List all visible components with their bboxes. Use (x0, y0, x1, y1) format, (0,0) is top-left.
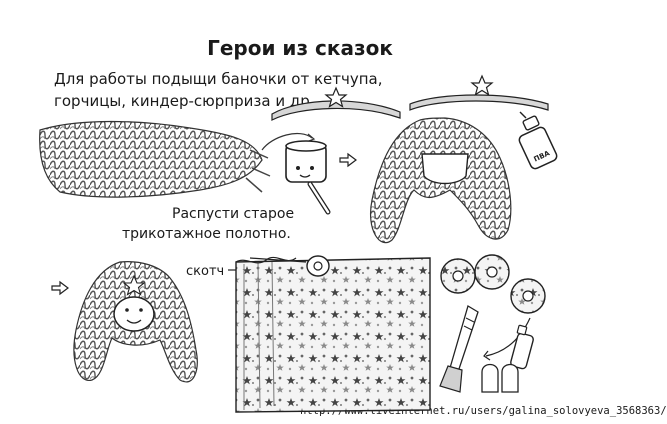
brush-icon (307, 181, 331, 215)
glue-bottle-icon (518, 111, 558, 170)
glue-bottle-icon (510, 324, 534, 370)
caption-line-1: Распусти старое (172, 206, 295, 222)
doll-head-icon (73, 261, 198, 383)
sequin-disc-icon (440, 258, 476, 294)
sequin-disc-icon (474, 254, 510, 290)
page-title: Герои из сказок (207, 36, 393, 60)
wig-head-icon (370, 117, 512, 244)
tinsel-fabric-icon (235, 256, 431, 413)
mitten-icon (481, 363, 519, 393)
straw-icon (439, 305, 479, 393)
intro-line-1: Для работы подыщи баночки от кетчупа, (54, 70, 383, 88)
intro-line-2: горчицы, киндер-сюрприза и др. (54, 92, 315, 110)
crown-strip-icon (409, 74, 549, 111)
craft-page: Герои из сказок Для работы подыщи баночк… (39, 36, 667, 417)
caption-line-2: трикотажное полотно. (122, 226, 291, 242)
sequin-disc-icon (510, 278, 546, 314)
tape-label: скотч (186, 264, 225, 279)
arrow-right-icon (51, 280, 69, 296)
curved-arrow-icon (485, 317, 531, 357)
crown-strip-icon (271, 86, 401, 121)
illustration: ПВА (39, 74, 558, 413)
jar-face-icon (261, 133, 327, 183)
tape-roll-icon (249, 255, 330, 277)
arrow-right-icon (339, 152, 357, 168)
yarn-pile-icon (39, 120, 271, 198)
